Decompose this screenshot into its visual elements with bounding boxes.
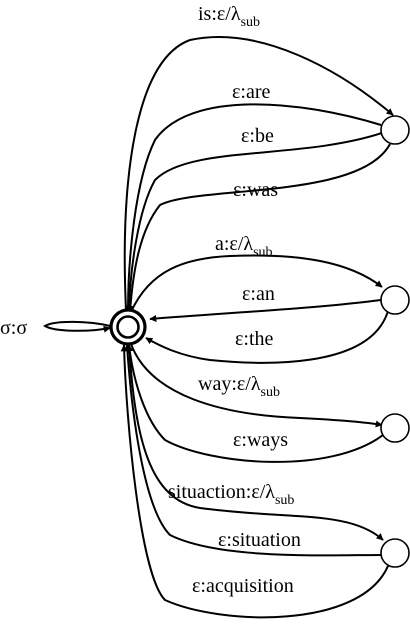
edge-label-be: ε:be: [241, 125, 274, 147]
group-is: is:ε/λsub ε:are ε:be ε:was: [123, 3, 410, 313]
edge-label-the: ε:the: [235, 328, 274, 350]
edge-label-ways: ε:ways: [233, 429, 288, 451]
edge-ways-back: [126, 344, 384, 463]
edge-label-a: a:ε/λsub: [215, 233, 273, 260]
group-situaction: situaction:ε/λsub ε:situation ε:acquisit…: [120, 344, 410, 619]
edge-an-back: [149, 299, 382, 323]
self-loop-label: σ:σ: [0, 317, 27, 339]
edge-label-was: ε:was: [233, 179, 278, 201]
edge-a-out: [130, 254, 383, 313]
group-way: way:ε/λsub ε:ways: [126, 343, 410, 463]
edge-situaction-out: [128, 344, 384, 541]
state-situaction: [380, 538, 410, 568]
edge-label-way: way:ε/λsub: [198, 373, 280, 400]
edge-was-back: [126, 143, 391, 313]
edge-label-an: ε:an: [242, 283, 275, 305]
initial-final-state: [109, 308, 147, 346]
edge-label-is: is:ε/λsub: [198, 3, 260, 30]
edge-label-are: ε:are: [232, 81, 270, 103]
state-way: [380, 413, 410, 443]
state-a: [380, 285, 410, 315]
self-loop: σ:σ: [0, 317, 111, 339]
edge-are-back: [124, 103, 382, 313]
edge-label-situation: ε:situation: [218, 529, 301, 551]
state-is: [380, 115, 410, 145]
edge-label-acquisition: ε:acquisition: [192, 575, 294, 597]
edge-way-out: [130, 343, 383, 428]
group-a: a:ε/λsub ε:an ε:the: [130, 233, 410, 364]
edge-situation-back: [123, 344, 382, 557]
edge-be-back: [125, 132, 383, 313]
edge-label-situaction: situaction:ε/λsub: [168, 481, 294, 508]
edge-is-out: [123, 36, 394, 311]
edge-acquisition-back: [120, 344, 389, 619]
edge-the-back: [145, 310, 389, 364]
